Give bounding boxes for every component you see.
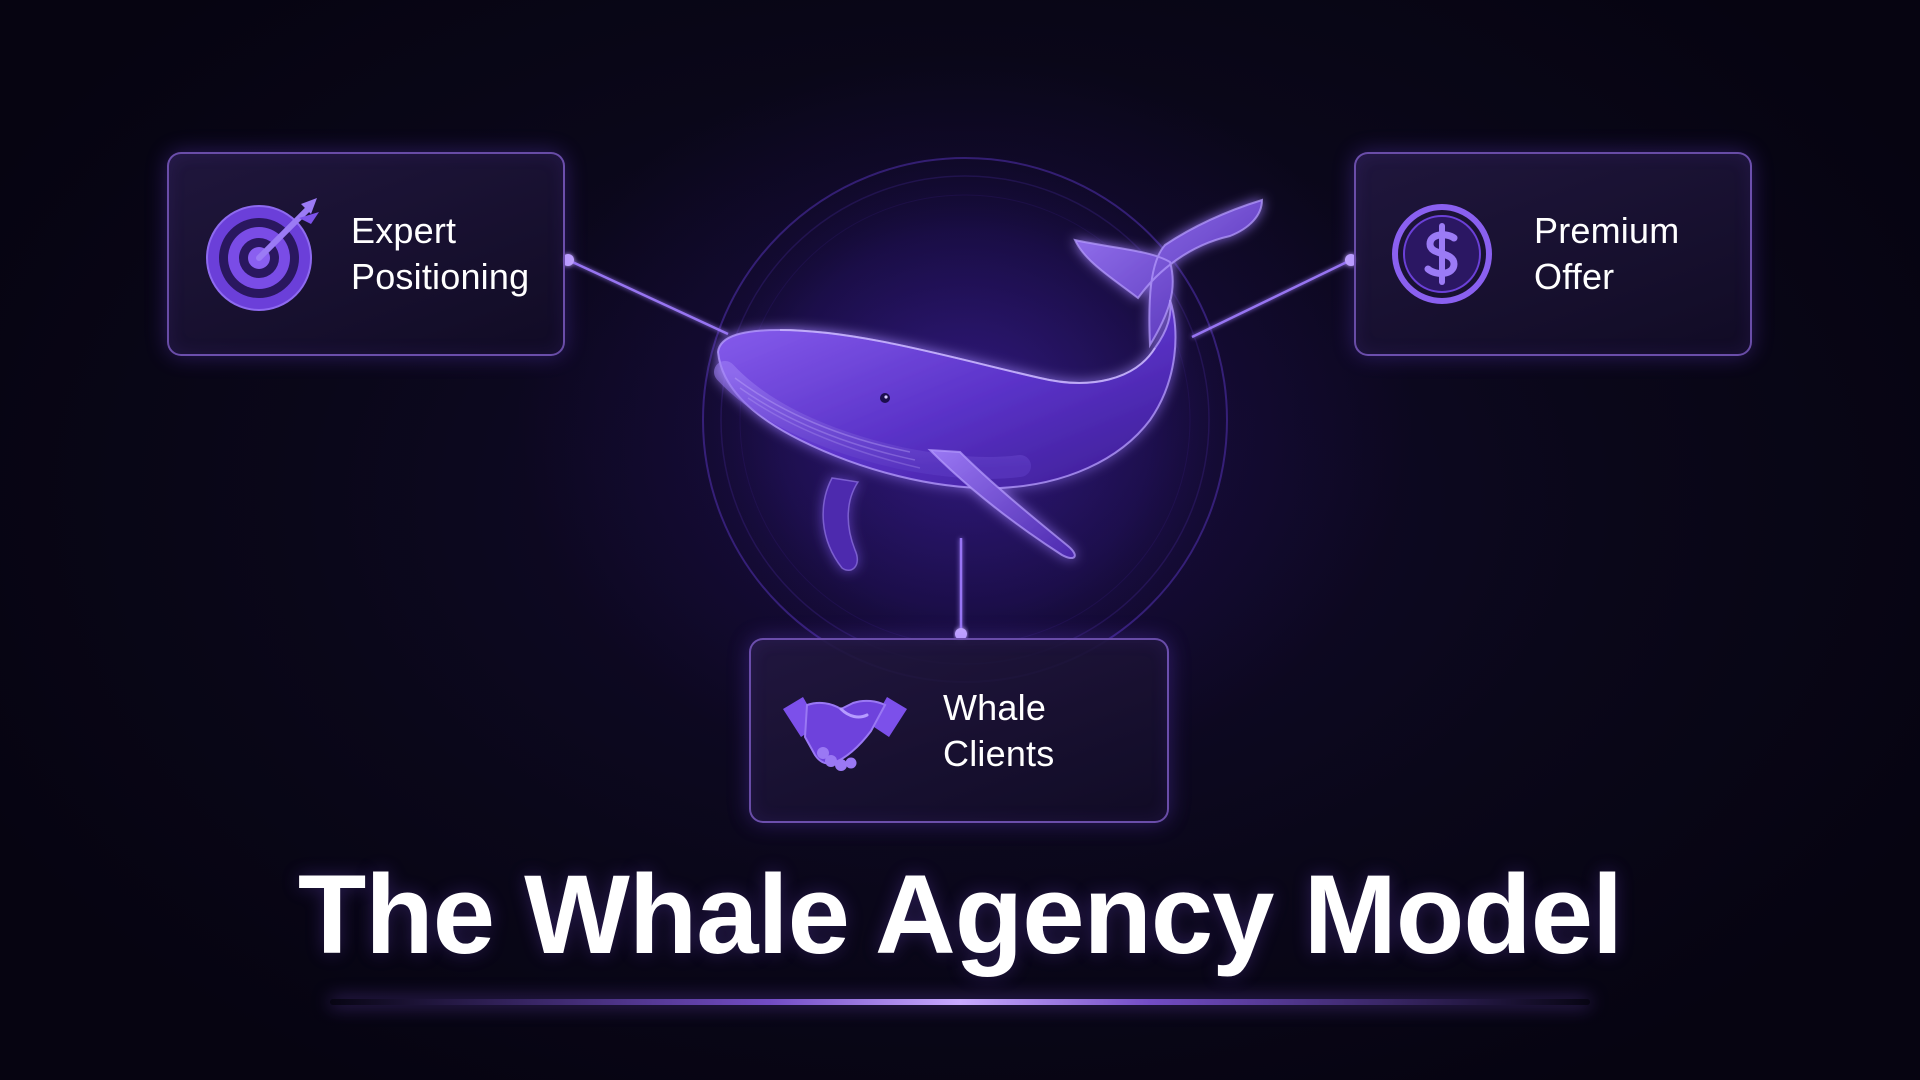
node-whale-clients: Whale Clients: [749, 638, 1169, 823]
node-label-line: Expert: [351, 210, 457, 251]
connector-premium: [1191, 254, 1357, 339]
node-label: Whale Clients: [943, 685, 1054, 777]
node-label-line: Whale: [943, 686, 1047, 728]
node-label: Premium Offer: [1534, 208, 1679, 300]
node-label: Expert Positioning: [351, 208, 529, 300]
whale-icon: [714, 198, 1264, 571]
connector-whale-clients: [955, 538, 967, 640]
dollar-icon: [1390, 202, 1494, 306]
node-expert-positioning: Expert Positioning: [167, 152, 565, 356]
node-label-line: Clients: [943, 732, 1055, 774]
target-icon: [201, 190, 329, 318]
connector-expert: [562, 254, 729, 336]
node-label-line: Premium: [1534, 210, 1680, 251]
node-label-line: Positioning: [351, 256, 530, 297]
handshake-icon: [779, 679, 911, 783]
node-label-line: Offer: [1534, 256, 1615, 297]
page-title: The Whale Agency Model: [297, 852, 1623, 977]
node-premium-offer: Premium Offer: [1354, 152, 1752, 356]
title-underline: [330, 999, 1590, 1005]
